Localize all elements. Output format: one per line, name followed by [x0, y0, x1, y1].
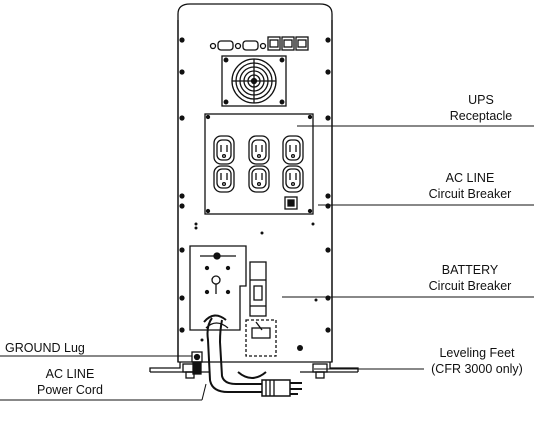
- receptacle-6: [282, 165, 304, 193]
- label-battery-breaker-line1: BATTERY: [441, 263, 499, 277]
- ac-line-circuit-breaker: [284, 196, 298, 210]
- cooling-fan: [221, 55, 287, 107]
- ac-line-power-cord: [203, 314, 302, 397]
- ups-cabinet: [177, 3, 333, 363]
- receptacle-3: [282, 135, 304, 165]
- label-ac-line-cord-line2: Power Cord: [37, 383, 103, 397]
- label-battery-breaker: BATTERY Circuit Breaker: [410, 262, 530, 294]
- battery-circuit-breaker: [249, 261, 267, 317]
- chassis-screws: [194, 222, 318, 351]
- label-leveling-feet-line1: Leveling Feet: [439, 346, 515, 360]
- label-ac-line-breaker-line2: Circuit Breaker: [428, 187, 512, 201]
- label-ups-receptacle-line1: UPS: [468, 93, 494, 107]
- leveling-feet: [149, 362, 359, 379]
- label-leveling-feet: Leveling Feet (CFR 3000 only): [422, 345, 532, 377]
- communication-ports: [209, 36, 309, 51]
- receptacle-panel: [204, 113, 314, 215]
- label-ups-receptacle: UPS Receptacle: [431, 92, 531, 124]
- label-ground-lug-text: GROUND Lug: [5, 341, 85, 355]
- ups-receptacles: [213, 135, 304, 193]
- label-battery-breaker-line2: Circuit Breaker: [428, 279, 512, 293]
- label-ac-line-breaker: AC LINE Circuit Breaker: [410, 170, 530, 202]
- receptacle-4: [213, 165, 235, 193]
- label-ac-line-breaker-line1: AC LINE: [445, 171, 495, 185]
- receptacle-5: [248, 165, 270, 193]
- label-ac-line-cord: AC LINE Power Cord: [20, 366, 120, 398]
- lower-panel: [189, 245, 247, 331]
- label-ups-receptacle-line2: Receptacle: [449, 109, 513, 123]
- bottom-roller: [237, 371, 267, 379]
- receptacle-2: [248, 135, 270, 165]
- label-leveling-feet-line2: (CFR 3000 only): [431, 362, 523, 376]
- receptacle-1: [213, 135, 235, 165]
- leader-lines: [0, 125, 534, 401]
- label-ac-line-cord-line1: AC LINE: [45, 367, 95, 381]
- junction-box: [245, 319, 277, 357]
- label-ground-lug: GROUND Lug: [5, 340, 85, 356]
